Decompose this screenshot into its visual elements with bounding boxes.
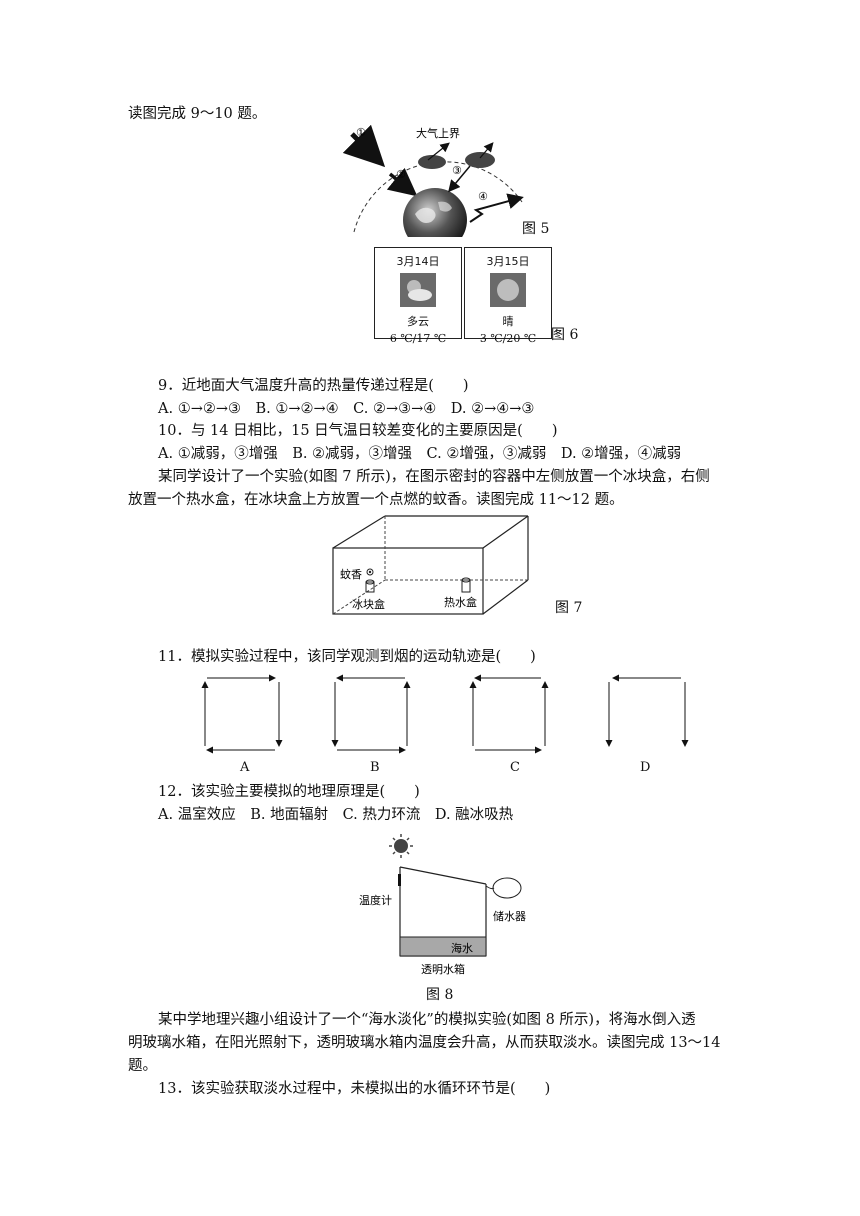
- q11-stem: 11．模拟实验过程中，该同学观测到烟的运动轨迹是( ): [158, 649, 536, 665]
- fig7-caption: 图 7: [555, 600, 583, 616]
- q10-stem: 10．与 14 日相比，15 日气温日较差变化的主要原因是( ): [158, 423, 558, 439]
- earth-globe: [403, 188, 467, 237]
- intro-9-10: 读图完成 9～10 题。: [128, 106, 267, 122]
- thermometer-label: 温度计: [359, 893, 392, 907]
- q13-stem: 13．该实验获取淡水过程中，未模拟出的水循环环节是( ): [158, 1081, 551, 1097]
- figure-5: 大气上界 ① ② ③ ④: [342, 124, 524, 237]
- mosquito-coil-icon: [366, 568, 374, 576]
- cloud-left: [418, 155, 446, 169]
- choice-b-label: B: [370, 760, 380, 775]
- thermometer-icon: [398, 874, 401, 886]
- q10-options: A. ①减弱，③增强 B. ②减弱，③增强 C. ②增强，③减弱 D. ②增强，…: [158, 446, 682, 462]
- weather-card-day1: 3月14日 多云 6 ℃/17 ℃: [374, 247, 462, 345]
- q9-stem: 9．近地面大气温度升高的热量传递过程是( ): [158, 378, 469, 394]
- tank-label: 透明水箱: [421, 962, 465, 976]
- ice-box-label: 冰块盒: [352, 597, 385, 611]
- hot-water-box-label: 热水盒: [444, 595, 477, 609]
- sun-icon: [389, 834, 413, 858]
- fig8-caption: 图 8: [426, 987, 454, 1003]
- intro-13-14-line3: 题。: [128, 1058, 157, 1074]
- marker-1: ①: [356, 126, 366, 139]
- temp-day1: 6 ℃/17 ℃: [389, 332, 447, 345]
- figure-8: 温度计 储水器 海水 透明水箱: [359, 834, 526, 976]
- intro-11-12-line2: 放置一个热水盒，在冰块盒上方放置一个点燃的蚊香。读图完成 11～12 题。: [128, 492, 624, 508]
- weather-card-day2: 3月15日 晴 3 ℃/20 ℃: [464, 247, 552, 345]
- q12-options: A. 温室效应 B. 地面辐射 C. 热力环流 D. 融冰吸热: [158, 807, 514, 823]
- choice-d-label: D: [640, 760, 651, 775]
- date-day1: 3月14日: [396, 255, 440, 268]
- seawater-layer: [399, 936, 487, 957]
- marker-4: ④: [478, 190, 488, 203]
- weather-day1: 多云: [407, 315, 429, 328]
- intro-13-14-line1: 某中学地理兴趣小组设计了一个“海水淡化”的模拟实验(如图 8 所示)，将海水倒入…: [158, 1012, 696, 1028]
- date-day2: 3月15日: [486, 255, 530, 268]
- marker-2: ②: [396, 168, 406, 181]
- choice-a-diagram: [201, 674, 283, 754]
- intro-11-12-line1: 某同学设计了一个实验(如图 7 所示)，在图示密封的容器中左侧放置一个冰块盒，右…: [158, 469, 710, 485]
- choice-c-diagram: [469, 674, 549, 754]
- fig5-caption: 图 5: [522, 221, 550, 237]
- sunny-icon: [490, 273, 526, 307]
- seawater-label: 海水: [451, 941, 473, 955]
- q9-options: A. ①→②→③ B. ①→②→④ C. ②→③→④ D. ②→④→③: [158, 401, 535, 417]
- reservoir-label: 储水器: [493, 909, 526, 923]
- choice-d-diagram: [605, 674, 689, 747]
- weather-day2: 晴: [502, 315, 514, 328]
- cloud-right: [465, 152, 495, 168]
- temp-day2: 3 ℃/20 ℃: [479, 332, 537, 345]
- cloudy-icon: [400, 273, 436, 307]
- marker-3: ③: [452, 164, 462, 177]
- q12-stem: 12．该实验主要模拟的地理原理是( ): [158, 784, 420, 800]
- fig6-caption: 图 6: [551, 327, 579, 343]
- choice-b-diagram: [331, 674, 411, 754]
- arrow-1: [342, 124, 386, 168]
- choice-a-label: A: [240, 760, 250, 775]
- figure-7: 蚊香 冰块盒 热水盒: [332, 515, 529, 615]
- reservoir-icon: [492, 877, 522, 899]
- arrow-4: [469, 193, 524, 223]
- mosquito-coil-label: 蚊香: [340, 567, 362, 581]
- atmosphere-label: 大气上界: [416, 126, 460, 140]
- q11-choice-diagrams: [201, 674, 689, 754]
- choice-c-label: C: [510, 760, 520, 775]
- arrow-2: [386, 167, 418, 197]
- intro-13-14-line2: 明玻璃水箱，在阳光照射下，透明玻璃水箱内温度会升高，从而获取淡水。读图完成 13…: [128, 1035, 721, 1051]
